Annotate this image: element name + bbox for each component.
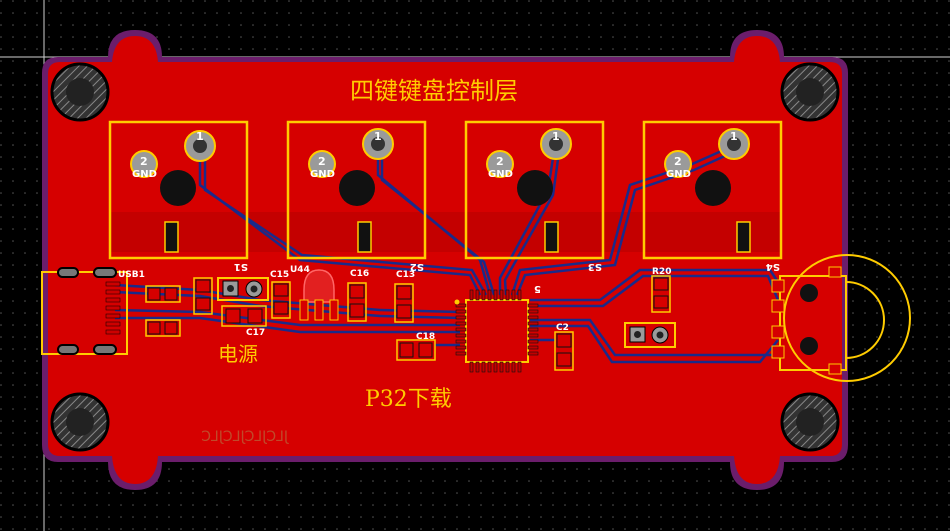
power-label: 电源 xyxy=(218,342,258,366)
switch-s1-ref: S1 xyxy=(234,261,248,272)
mcu-ref: 5 xyxy=(534,283,541,294)
usb-resistors xyxy=(145,285,181,337)
download-label: P32下载 xyxy=(365,387,452,412)
capacitor-c18: C18 xyxy=(396,332,436,361)
resistor-r20: R20 xyxy=(651,267,671,313)
right-connector xyxy=(771,254,911,382)
bottom-silk-mirrored: JLCJLCJLCJLC xyxy=(201,429,289,445)
switch-s3: 1 2 GND S3 xyxy=(464,120,605,272)
switch-s2-gnd: GND xyxy=(310,169,335,180)
switch-s3-pin2: 2 xyxy=(496,155,504,168)
usb-connector: USB1 xyxy=(41,267,145,355)
capacitor-c13: C13 xyxy=(394,270,415,323)
capacitor-c17: C17 xyxy=(221,305,267,338)
capacitor-c2: C2 xyxy=(554,323,574,371)
switch-s4-pin2: 2 xyxy=(674,155,682,168)
power-header xyxy=(217,277,269,301)
switch-s1-pin1: 1 xyxy=(196,130,204,143)
signal-traces xyxy=(114,143,782,364)
c15-ref: C15 xyxy=(270,270,289,280)
switch-s1-gnd: GND xyxy=(132,169,157,180)
mounting-hole-top-left xyxy=(50,62,110,122)
switch-s4-pin1: 1 xyxy=(730,130,738,143)
switch-s3-gnd: GND xyxy=(488,169,513,180)
mounting-hole-bottom-left xyxy=(50,392,110,452)
switch-s4: 1 2 GND S4 xyxy=(642,120,783,272)
r20-ref: R20 xyxy=(652,267,671,277)
mounting-hole-top-right xyxy=(780,62,840,122)
switch-s1-pin2: 2 xyxy=(140,155,148,168)
capacitor-c16: C16 xyxy=(347,269,369,322)
mcu-chip: 5 xyxy=(454,283,541,373)
board-title: 四键键盘控制层 xyxy=(350,77,518,105)
switch-s3-ref: S3 xyxy=(588,261,602,272)
switch-s2-pin2: 2 xyxy=(318,155,326,168)
u44-ref: U44 xyxy=(290,265,310,275)
switch-s4-ref: S4 xyxy=(766,261,780,272)
regulator-u44: U44 xyxy=(290,265,339,321)
capacitor-left xyxy=(193,277,213,315)
download-header xyxy=(624,322,676,348)
usb-ref: USB1 xyxy=(118,270,145,280)
switch-s2: 1 2 GND S2 xyxy=(286,120,427,272)
switch-s3-pin1: 1 xyxy=(552,130,560,143)
capacitor-c15: C15 xyxy=(270,270,291,319)
c13-ref: C13 xyxy=(396,270,415,280)
mounting-hole-bottom-right xyxy=(780,392,840,452)
switch-s2-ref: S2 xyxy=(410,261,424,272)
c2-ref: C2 xyxy=(556,323,569,333)
c16-ref: C16 xyxy=(350,269,369,279)
switch-s1: 1 2 GND S1 xyxy=(108,120,249,272)
c17-ref: C17 xyxy=(246,328,265,338)
switch-s4-gnd: GND xyxy=(666,169,691,180)
c18-ref: C18 xyxy=(416,332,435,342)
switch-s2-pin1: 1 xyxy=(374,130,382,143)
